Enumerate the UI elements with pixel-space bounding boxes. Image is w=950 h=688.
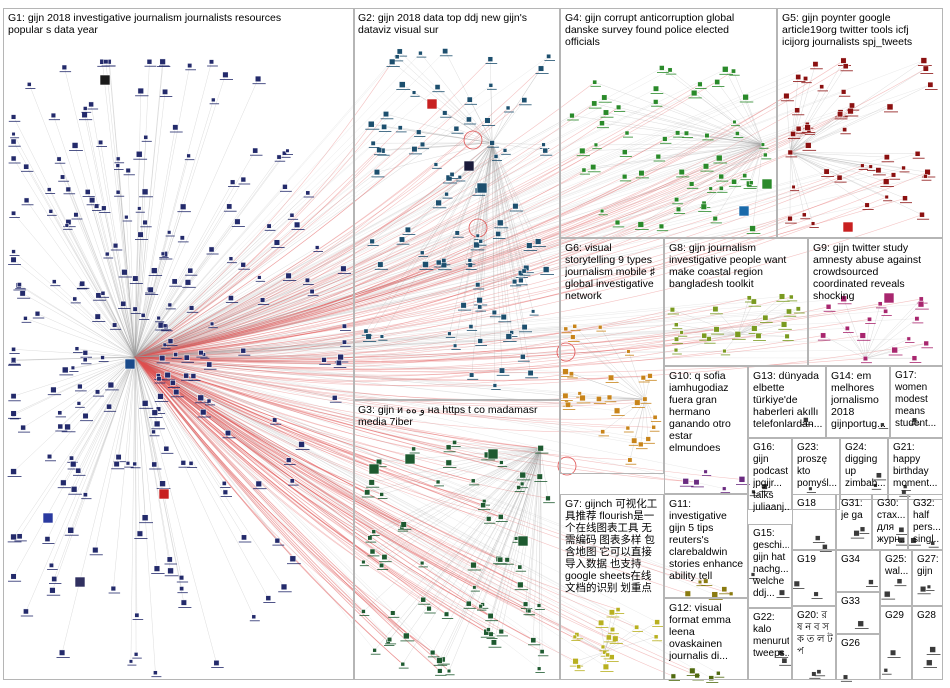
group-label: G2: gijn 2018 data top ddj new gijn's da…: [358, 12, 557, 36]
group-panel-g32: G32: half pers... singl...: [908, 494, 943, 550]
group-label: G14: em melhores jornalismo 2018 gijnpor…: [831, 370, 887, 430]
group-label: G6: visual storytelling 9 types journali…: [565, 242, 661, 302]
group-label: G15: geschi... gijn hat nachg... welche …: [753, 528, 789, 600]
group-label: G12: visual format emma leena ovaskainen…: [669, 602, 745, 662]
group-panel-g3: G3: gijn и ﻭ هﻩ на https t co madamasr m…: [353, 400, 560, 680]
group-label: G8: gijn journalism investigative people…: [669, 242, 805, 290]
group-panel-g28: G28: [912, 606, 943, 680]
group-label: G3: gijn и ﻭ هﻩ на https t co madamasr m…: [358, 404, 557, 428]
group-label: G30: стах... для журн...: [877, 498, 905, 546]
group-label: G34: [841, 554, 877, 566]
group-panel-g7: G7: gijnch 可视化工 具推荐 flourish是一 个在线图表工具 无…: [560, 494, 664, 680]
group-label: G19: [797, 554, 833, 566]
group-panel-g17: G17: women modest means student...: [890, 366, 943, 438]
group-label: G29: [885, 610, 909, 622]
group-panel-g12: G12: visual format emma leena ovaskainen…: [664, 598, 748, 680]
group-label: G26: [841, 638, 877, 650]
group-panel-g14: G14: em melhores jornalismo 2018 gijnpor…: [826, 366, 890, 438]
group-label: G23: proszę kto pomyśl...: [797, 442, 837, 490]
group-label: G4: gijn corrupt anticorruption global d…: [565, 12, 774, 48]
group-panel-g10: G10: q sofia iamhugodiaz fuera gran herm…: [664, 366, 748, 494]
group-panel-g5: G5: gijn poynter google article19org twi…: [777, 8, 943, 238]
group-panel-g19: G19: [792, 550, 836, 606]
group-label: G32: half pers... singl...: [913, 498, 940, 546]
group-label: G33: [841, 596, 877, 608]
group-label: G25: wal...: [885, 554, 909, 578]
group-panel-g9: G9: gijn twitter study amnesty abuse aga…: [808, 238, 943, 366]
group-label: G22: kalo menurut tweeps...: [753, 612, 789, 660]
group-panel-g8: G8: gijn journalism investigative people…: [664, 238, 808, 366]
group-panel-g29: G29: [880, 606, 912, 680]
group-panel-g27: G27: gijn: [912, 550, 943, 606]
group-panel-g4: G4: gijn corrupt anticorruption global d…: [560, 8, 777, 238]
group-label: G11: investigative gijn 5 tips reuters's…: [669, 498, 745, 582]
group-panel-g6: G6: visual storytelling 9 types journali…: [560, 238, 664, 474]
group-panel-g24: G24: digging up zimbab...: [840, 438, 888, 500]
group-panel-g21: G21: happy birthday moment...: [888, 438, 943, 500]
group-label: G16: gijn podcast jpgijr... talks juliaa…: [753, 442, 789, 514]
group-label: G7: gijnch 可视化工 具推荐 flourish是一 个在线图表工具 无…: [565, 498, 661, 594]
group-panel-g15: G15: geschi... gijn hat nachg... welche …: [748, 524, 792, 608]
group-panel-g11: G11: investigative gijn 5 tips reuters's…: [664, 494, 748, 598]
group-label: G24: digging up zimbab...: [845, 442, 885, 490]
group-label: G20: র ষ ন ব স ক ত ল ট প: [797, 610, 833, 658]
group-panel-g20: G20: র ষ ন ব স ক ত ল ট প: [792, 606, 836, 680]
group-panel-g31: G31: je ga: [836, 494, 872, 550]
group-label: G31: je ga: [841, 498, 869, 522]
group-label: G10: q sofia iamhugodiaz fuera gran herm…: [669, 370, 745, 454]
group-panel-g23: G23: proszę kto pomyśl...: [792, 438, 840, 510]
group-panel-g30: G30: стах... для журн...: [872, 494, 908, 550]
group-label: G13: dünyada elbette türkiye'de haberler…: [753, 370, 823, 430]
group-panel-g2: G2: gijn 2018 data top ddj new gijn's da…: [353, 8, 560, 400]
group-panel-g22: G22: kalo menurut tweeps...: [748, 608, 792, 680]
group-label: G21: happy birthday moment...: [893, 442, 940, 490]
group-panel-g13: G13: dünyada elbette türkiye'de haberler…: [748, 366, 826, 438]
group-label: G28: [917, 610, 940, 622]
group-panel-g26: G26: [836, 634, 880, 680]
group-label: G9: gijn twitter study amnesty abuse aga…: [813, 242, 940, 302]
group-panel-g16: G16: gijn podcast jpgijr... talks juliaa…: [748, 438, 792, 510]
group-panel-g34: G34: [836, 550, 880, 592]
group-panel-g33: G33: [836, 592, 880, 634]
group-label: G17: women modest means student...: [895, 370, 940, 430]
group-label: G5: gijn poynter google article19org twi…: [782, 12, 940, 48]
group-panel-g1: G1: gijn 2018 investigative journalism j…: [3, 8, 355, 680]
group-panel-g25: G25: wal...: [880, 550, 912, 606]
group-label: G27: gijn: [917, 554, 940, 578]
group-label: G1: gijn 2018 investigative journalism j…: [8, 12, 352, 36]
